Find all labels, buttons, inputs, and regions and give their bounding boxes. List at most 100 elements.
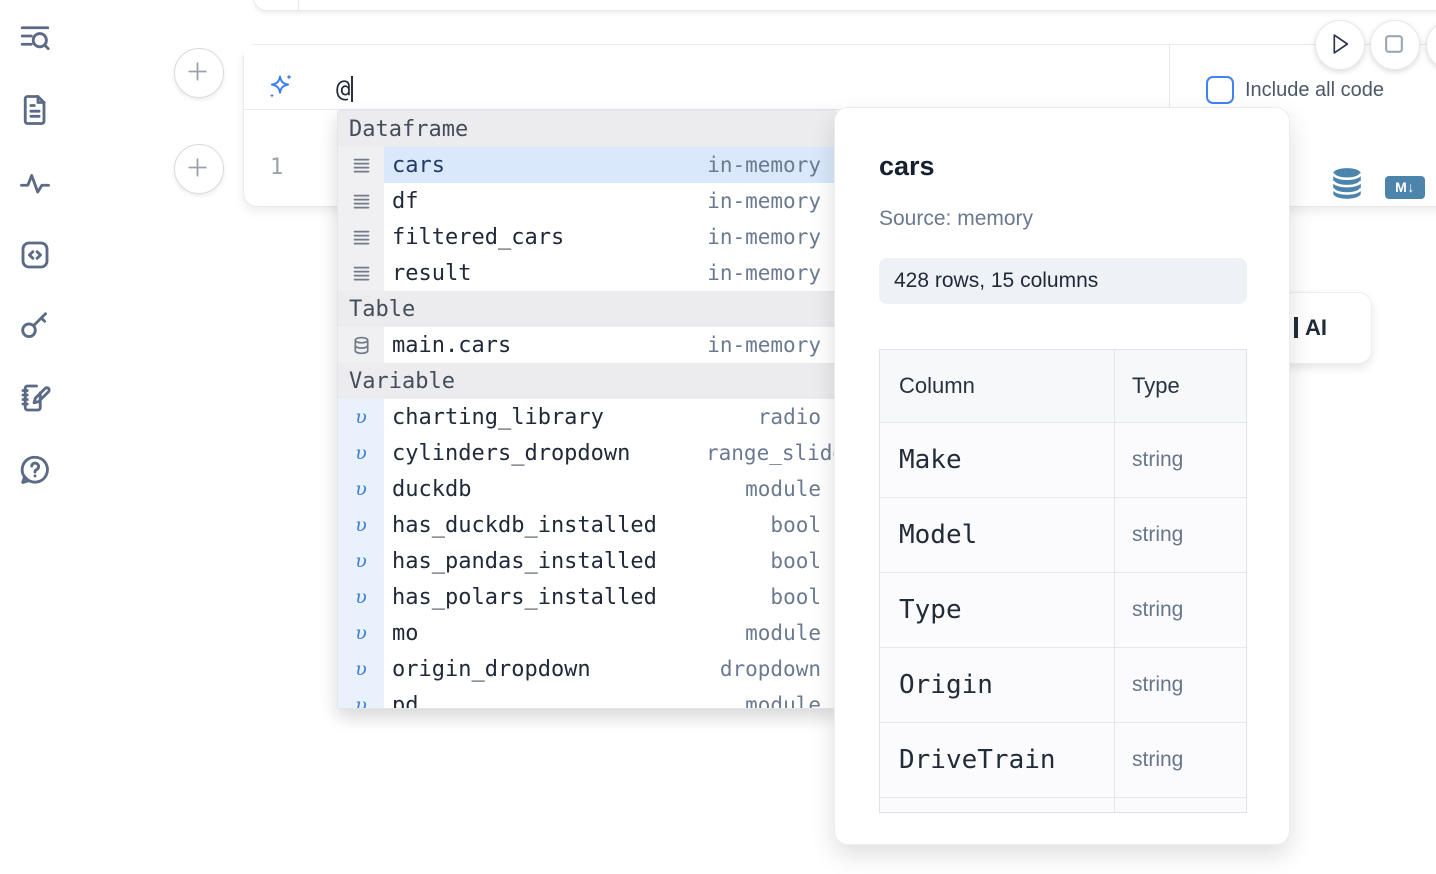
autocomplete-item-has_duckdb_installed[interactable]: υ has_duckdb_installed bool: [338, 507, 836, 543]
autocomplete-item-type: in-memory: [707, 189, 821, 213]
datasource-icon[interactable]: [1329, 166, 1365, 202]
column-divider: [1114, 350, 1115, 812]
ai-button-label: AI: [1305, 315, 1327, 340]
autocomplete-item-type: module: [745, 693, 821, 709]
variable-icon: υ: [338, 687, 384, 708]
ai-prompt-input[interactable]: @: [336, 75, 354, 103]
autocomplete-item-type: module: [745, 477, 821, 501]
autocomplete-item-name: filtered_cars: [392, 224, 565, 250]
autocomplete-item-type: dropdown: [719, 657, 821, 681]
variable-icon: υ: [338, 399, 384, 435]
autocomplete-item-name: cars: [392, 152, 445, 178]
code-snippet-icon[interactable]: [17, 237, 53, 273]
column-name-text: Model: [899, 520, 978, 550]
schema-column-type: string: [1114, 748, 1246, 772]
schema-column-name: Make: [880, 445, 1114, 475]
column-name-text: Origin: [899, 670, 993, 700]
include-all-code-checkbox[interactable]: [1206, 76, 1234, 104]
dataframe-preview-panel: cars Source: memory 428 rows, 15 columns…: [834, 107, 1290, 845]
include-all-code-label: Include all code: [1245, 79, 1384, 101]
column-type-text: string: [1132, 598, 1184, 621]
column-type-text: string: [1132, 748, 1184, 771]
variable-icon: υ: [338, 615, 384, 651]
key-icon[interactable]: [17, 307, 53, 343]
activity-icon[interactable]: [17, 165, 53, 201]
autocomplete-item-type: in-memory: [707, 225, 821, 249]
autocomplete-item-name: pd: [392, 692, 419, 709]
dataframe-icon: [338, 183, 384, 219]
autocomplete-item-type: module: [745, 621, 821, 645]
stop-button[interactable]: [1370, 20, 1420, 70]
autocomplete-item-filtered_cars[interactable]: filtered_cars in-memory: [338, 219, 836, 255]
autocomplete-item-main.cars[interactable]: main.cars in-memory: [338, 327, 836, 363]
dataframe-icon: [338, 219, 384, 255]
markdown-icon[interactable]: M↓: [1385, 176, 1425, 199]
autocomplete-item-type: range_slider: [706, 441, 836, 465]
preview-source: Source: memory: [879, 207, 1034, 230]
autocomplete-item-name: main.cars: [392, 332, 512, 358]
autocomplete-item-name: has_duckdb_installed: [392, 512, 657, 538]
column-type-text: string: [1132, 523, 1184, 546]
add-cell-button-top[interactable]: [174, 48, 224, 98]
autocomplete-item-name: cylinders_dropdown: [392, 440, 631, 466]
autocomplete-item-body: cylinders_dropdown range_slider: [384, 435, 836, 471]
scratchpad-icon[interactable]: [17, 380, 53, 416]
shape-badge: 428 rows, 15 columns: [879, 258, 1247, 304]
variable-icon: υ: [338, 507, 384, 543]
autocomplete-item-name: has_pandas_installed: [392, 548, 657, 574]
autocomplete-item-body: has_duckdb_installed bool: [384, 507, 836, 543]
schema-row: [880, 797, 1246, 812]
add-cell-button-bottom[interactable]: [174, 144, 224, 194]
schema-column-name: Model: [880, 520, 1114, 550]
column-name-text: Type: [899, 595, 962, 625]
autocomplete-item-type: bool: [770, 549, 821, 573]
file-document-icon[interactable]: [17, 92, 53, 128]
database-icon: [338, 327, 384, 363]
list-search-icon[interactable]: [17, 21, 53, 57]
sidebar: [0, 0, 70, 874]
autocomplete-item-type: in-memory: [707, 333, 821, 357]
column-name-text: DriveTrain: [899, 745, 1056, 775]
schema-column-name: DriveTrain: [880, 745, 1114, 775]
preview-title: cars: [879, 151, 935, 181]
schema-header-column: Column: [899, 373, 975, 398]
line-number: 1: [270, 155, 284, 180]
autocomplete-item-name: has_polars_installed: [392, 584, 657, 610]
clipped-letter: [1294, 317, 1298, 338]
help-chat-icon[interactable]: [17, 452, 53, 488]
column-type-text: string: [1132, 673, 1184, 696]
autocomplete-item-body: filtered_cars in-memory: [384, 219, 836, 255]
autocomplete-item-type: radio: [757, 405, 821, 429]
autocomplete-item-body: pd module: [384, 687, 836, 709]
cell-divider: [298, 0, 299, 10]
ai-prompt-row[interactable]: @: [244, 45, 1170, 110]
variable-icon: υ: [338, 579, 384, 615]
schema-column-type: string: [1114, 523, 1246, 547]
autocomplete-item-name: result: [392, 260, 472, 286]
dataframe-icon: [338, 147, 384, 183]
run-cell-button[interactable]: [1315, 20, 1365, 70]
autocomplete-item-type: bool: [770, 513, 821, 537]
autocomplete-item-body: main.cars in-memory: [384, 327, 836, 363]
autocomplete-item-body: has_pandas_installed bool: [384, 543, 836, 579]
